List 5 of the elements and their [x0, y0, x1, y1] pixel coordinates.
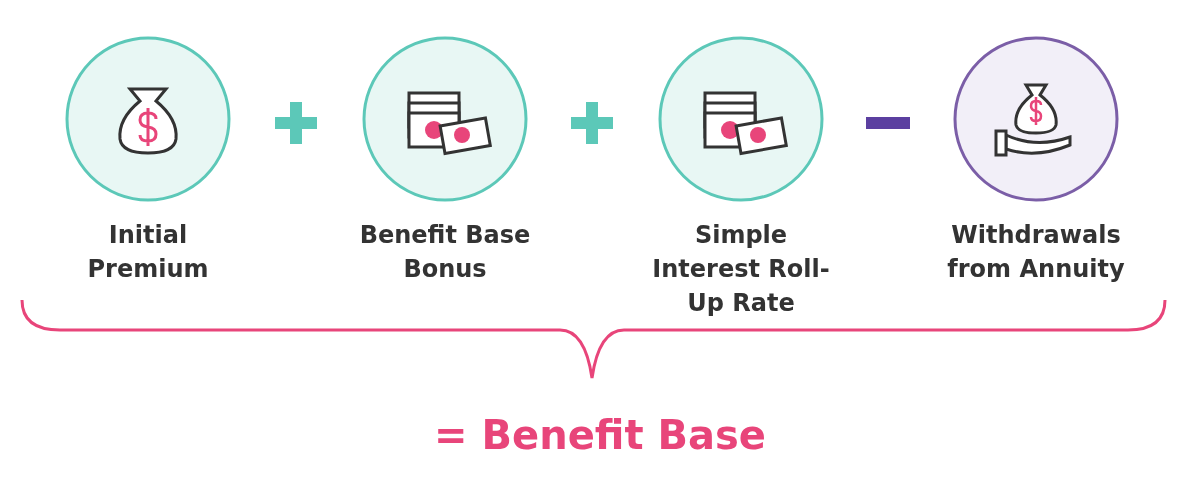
result-text: = Benefit Base [434, 412, 766, 458]
node-label: Simple Interest Roll-Up Rate [651, 220, 831, 319]
node-label: Initial Premium [86, 220, 210, 285]
node-label: Withdrawals from Annuity [946, 220, 1126, 285]
node-label: Benefit Base Bonus [358, 220, 532, 285]
